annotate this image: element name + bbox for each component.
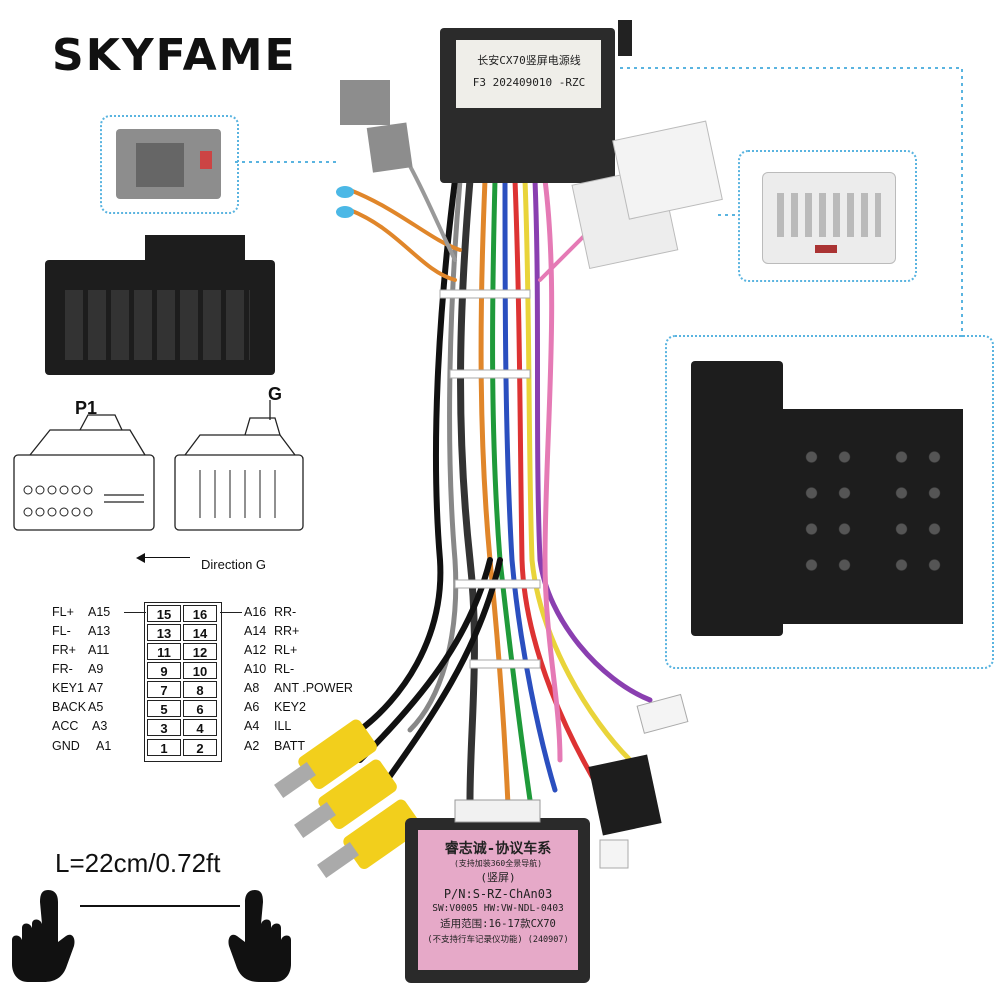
pin-box-1: 1 xyxy=(147,739,181,756)
p1-label: P1 xyxy=(75,398,98,418)
pin-code-a16: A16 xyxy=(244,605,267,619)
module-note: (不支持行车记录仪功能) xyxy=(427,935,523,945)
decoder-module-label: 睿志诚-协议车系 (支持加装360全景导航) (竖屏) P/N:S-RZ-ChA… xyxy=(418,838,578,945)
pin-code-a2: A2 xyxy=(244,739,260,753)
pin-name-batt: BATT xyxy=(274,739,306,753)
module-sw-hw: SW:V0005 HW:VW-NDL-0403 xyxy=(432,903,564,914)
length-line xyxy=(80,905,240,907)
pin-code-a11: A11 xyxy=(88,643,110,657)
grey-connector-detail xyxy=(116,129,221,199)
iso-connector-right xyxy=(873,409,963,624)
g-label: G xyxy=(268,384,283,404)
pin-box-3: 3 xyxy=(147,719,181,736)
top-connector-label: 长安CX70竖屏电源线 F3 202409010 -RZC xyxy=(458,54,600,90)
module-code: (240907) xyxy=(527,935,569,945)
pin-box-16: 16 xyxy=(183,605,217,622)
pin-code-a3: A3 xyxy=(92,719,108,733)
pin-name-fl-minus: FL- xyxy=(52,624,71,638)
top-connector-label-line2: F3 202409010 -RZC xyxy=(472,76,586,89)
pin-name-ant-power: ANT .POWER xyxy=(274,681,353,695)
module-range: 适用范围:16-17款CX70 xyxy=(440,918,556,930)
top-connector-label-line1: 长安CX70竖屏电源线 xyxy=(477,54,581,67)
pin-name-back: BACK xyxy=(52,700,87,714)
module-note-line: (不支持行车记录仪功能) (240907) xyxy=(418,933,578,945)
pin-name-gnd: GND xyxy=(52,739,80,753)
pin-code-a13: A13 xyxy=(88,624,111,638)
direction-arrow-icon xyxy=(136,553,145,563)
direction-label: Direction G xyxy=(201,557,267,572)
pin-box-7: 7 xyxy=(147,681,181,698)
pin-code-a7: A7 xyxy=(88,681,104,695)
pin-code-a9: A9 xyxy=(88,662,104,676)
brand-logo: SKYFAME xyxy=(52,30,297,81)
pin-code-a10: A10 xyxy=(244,662,267,676)
pin-name-fr-plus: FR+ xyxy=(52,643,76,657)
pin-box-8: 8 xyxy=(183,681,217,698)
right-hand-icon xyxy=(228,890,291,982)
module-title: 睿志诚-协议车系 xyxy=(444,841,552,857)
pin-code-a5: A5 xyxy=(88,700,104,714)
pin-name-rr-plus: RR+ xyxy=(274,624,300,638)
module-pn: P/N:S-RZ-ChAn03 xyxy=(443,887,553,901)
pin-name-key2: KEY2 xyxy=(274,700,306,714)
white-connector-detail xyxy=(762,172,896,264)
pin-code-a14: A14 xyxy=(244,624,267,638)
pin-code-a15: A15 xyxy=(88,605,111,619)
pin-box-10: 10 xyxy=(183,662,217,679)
grey-connector-callout xyxy=(100,115,239,214)
module-subtitle: (支持加装360全景导航) xyxy=(453,859,543,868)
iso-connector-callout xyxy=(665,335,994,669)
pin-name-fr-minus: FR- xyxy=(52,662,73,676)
pin-name-key1: KEY1 xyxy=(52,681,84,695)
pin-box-4: 4 xyxy=(183,719,217,736)
pin-code-a12: A12 xyxy=(244,643,267,657)
iso-connector-left xyxy=(691,361,783,636)
pin-box-2: 2 xyxy=(183,739,217,756)
pin-code-a6: A6 xyxy=(244,700,260,714)
left-hand-icon xyxy=(12,890,75,982)
pin-name-ill: ILL xyxy=(274,719,292,733)
pin-box-12: 12 xyxy=(183,643,217,660)
pin-name-rl-plus: RL+ xyxy=(274,643,298,657)
iso-connector-middle xyxy=(783,409,873,624)
pin-name-rl-minus: RL- xyxy=(274,662,295,676)
connector-line-drawings xyxy=(13,400,304,531)
length-label: L=22cm/0.72ft xyxy=(55,848,221,878)
white-connector-callout xyxy=(738,150,917,282)
pin-box-13: 13 xyxy=(147,624,181,641)
pin-box-9: 9 xyxy=(147,662,181,679)
pin-box-15: 15 xyxy=(147,605,181,622)
pin-box-6: 6 xyxy=(183,700,217,717)
pin-name-rr-minus: RR- xyxy=(274,605,297,619)
pin-box-11: 11 xyxy=(147,643,181,660)
pin-name-acc: ACC xyxy=(52,719,79,733)
direction-arrow-line xyxy=(140,557,190,558)
pin-code-a8: A8 xyxy=(244,681,260,695)
p1-connector-photo xyxy=(45,235,275,375)
pinout-diagram: FL+ A15 15 FL- A13 13 FR+ A11 11 FR- A9 … xyxy=(52,602,353,762)
pinout-frame xyxy=(144,602,222,762)
pin-code-a1: A1 xyxy=(96,739,112,753)
module-mode: (竖屏) xyxy=(480,871,516,884)
pin-box-14: 14 xyxy=(183,624,217,641)
pin-name-fl-plus: FL+ xyxy=(52,605,74,619)
pin-box-5: 5 xyxy=(147,700,181,717)
pin-code-a4: A4 xyxy=(244,719,260,733)
